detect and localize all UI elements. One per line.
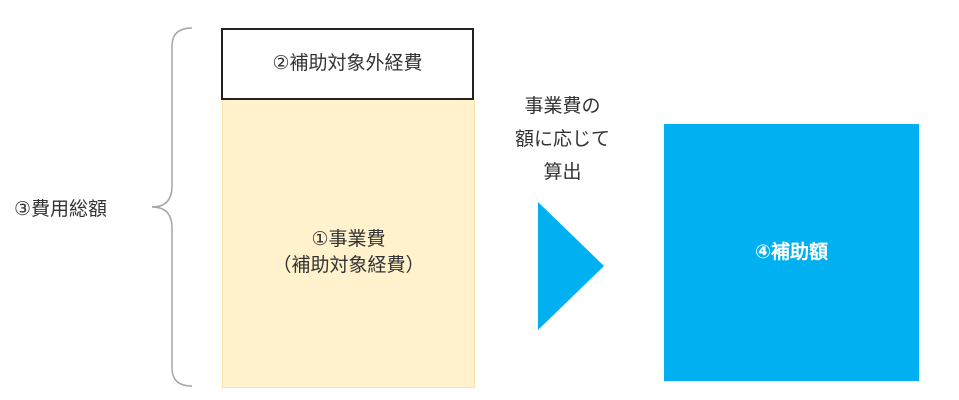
calculation-note: 事業費の 額に応じて 算出 — [490, 90, 635, 189]
subsidy-amount-box: ④補助額 — [664, 124, 919, 381]
total-cost-label: ③費用総額 — [14, 198, 108, 220]
business-cost-title: ①事業費 — [311, 227, 386, 250]
business-cost-box: ①事業費 （補助対象経費） — [222, 100, 475, 388]
calculation-note-line-1: 事業費の — [524, 95, 601, 117]
calculation-note-line-3: 算出 — [543, 161, 582, 183]
excluded-cost-box: ②補助対象外経費 — [221, 28, 474, 100]
excluded-cost-label: ②補助対象外経費 — [272, 52, 423, 75]
business-cost-subtitle: （補助対象経費） — [272, 253, 425, 276]
right-arrow-icon — [538, 202, 604, 330]
calculation-note-line-2: 額に応じて — [514, 128, 610, 150]
curly-brace-icon — [151, 27, 193, 387]
subsidy-amount-label: ④補助額 — [754, 240, 829, 263]
